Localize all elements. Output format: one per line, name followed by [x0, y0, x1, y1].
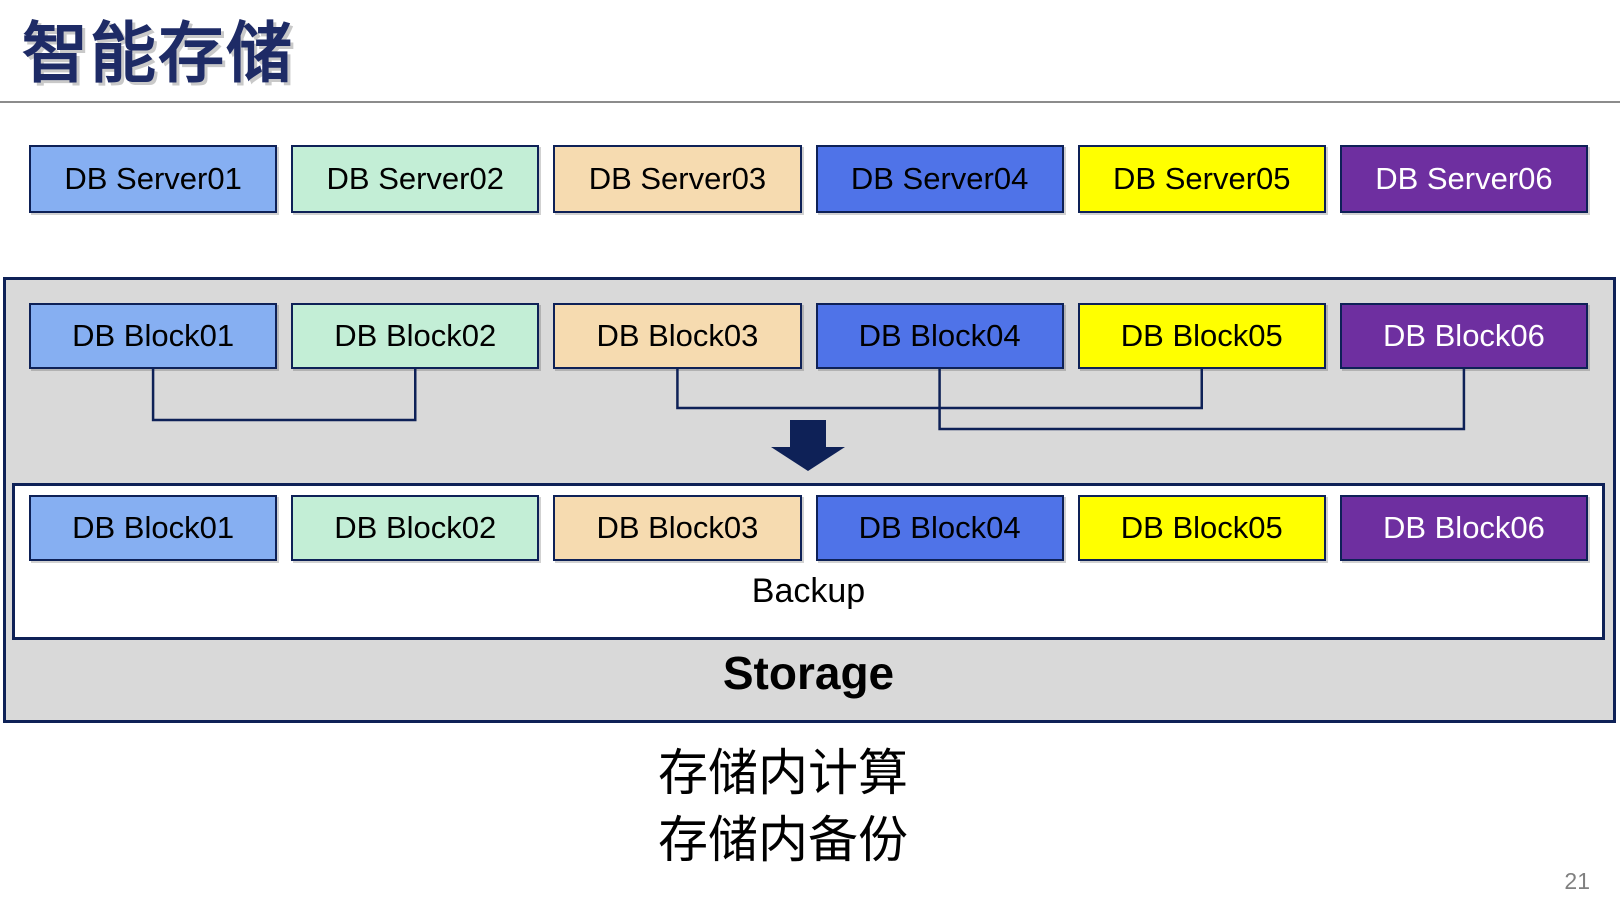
db-block-bottom-box-3: DB Block03 [553, 495, 802, 561]
db-block-top-box-2: DB Block02 [291, 303, 540, 369]
db-block-bottom-box-1: DB Block01 [29, 495, 278, 561]
db-block-top-box-6: DB Block06 [1339, 303, 1589, 369]
db-block-top-box-1: DB Block01 [29, 303, 278, 369]
db-block-bottom-box-4: DB Block04 [815, 495, 1064, 561]
backup-label: Backup [751, 572, 866, 610]
db-block-bottom-box-2: DB Block02 [291, 495, 540, 561]
caption-line-1: 存储内计算 [658, 745, 908, 801]
db-block-top-box-4: DB Block04 [815, 303, 1064, 369]
storage-label: Storage [722, 647, 895, 699]
title-divider [0, 101, 1620, 103]
db-server-box-4: DB Server04 [815, 145, 1064, 213]
db-server-box-6: DB Server06 [1339, 145, 1589, 213]
db-block-top-box-5: DB Block05 [1077, 303, 1326, 369]
db-server-box-1: DB Server01 [29, 145, 278, 213]
caption-text: 存储内计算 存储内备份 [658, 740, 908, 874]
db-server-box-3: DB Server03 [553, 145, 802, 213]
slide-title: 智能存储 [22, 16, 294, 90]
caption-line-2: 存储内备份 [658, 812, 908, 868]
db-block-bottom-box-5: DB Block05 [1077, 495, 1326, 561]
db-block-top-box-3: DB Block03 [553, 303, 802, 369]
backup-box [12, 483, 1605, 640]
db-block-bottom-box-6: DB Block06 [1339, 495, 1589, 561]
page-number: 21 [1564, 868, 1590, 894]
db-server-box-2: DB Server02 [291, 145, 540, 213]
db-server-box-5: DB Server05 [1077, 145, 1326, 213]
